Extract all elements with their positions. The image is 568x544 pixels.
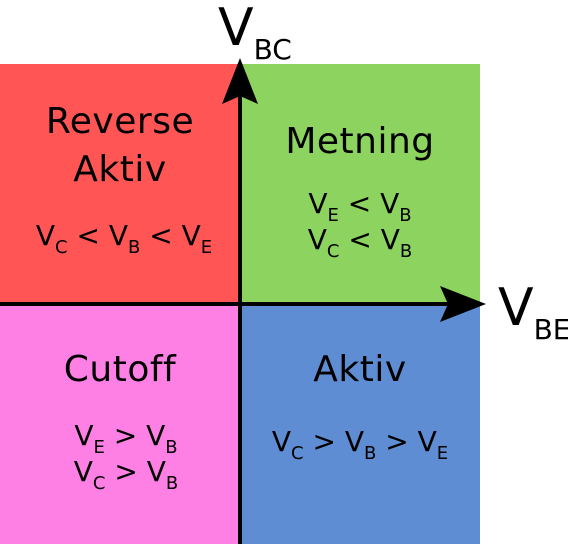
cond-symbol: V <box>380 223 400 256</box>
cond-subscript: B <box>165 437 178 458</box>
cond-subscript: C <box>326 241 340 262</box>
cutoff-title: Cutoff <box>0 346 240 394</box>
saturation-condition-2: VC < VB <box>240 222 480 261</box>
cond-symbol: V <box>271 425 291 458</box>
vertical-axis-label-main: V <box>218 0 254 58</box>
cond-operator: < <box>140 219 182 252</box>
active-condition-row: VC > VB > VE <box>240 424 480 463</box>
cond-operator: < <box>339 223 381 256</box>
horizontal-axis-arrowhead <box>440 286 486 322</box>
cutoff-condition-1: VE > VB <box>0 418 252 457</box>
cond-subscript: C <box>55 237 68 258</box>
cond-symbol: V <box>181 219 201 252</box>
horizontal-axis-label: VBE <box>498 282 568 346</box>
cond-subscript: B <box>399 241 413 262</box>
vertical-axis-arrowhead <box>222 58 258 104</box>
cond-subscript: E <box>93 437 105 458</box>
cutoff-conditions: VE > VB VC > VB <box>0 418 252 493</box>
cond-operator: < <box>67 219 109 252</box>
reverse-active-title: Reverse Aktiv <box>0 98 240 194</box>
vertical-axis-label: VBC <box>218 0 292 66</box>
cond-symbol: V <box>146 419 166 452</box>
saturation-conditions: VE < VB VC < VB <box>240 186 480 261</box>
quadrant-saturation <box>240 64 480 304</box>
cond-subscript: B <box>364 443 377 464</box>
cond-operator: > <box>105 455 147 488</box>
active-title-text: Aktiv <box>313 349 407 390</box>
reverse-active-title-line1: Reverse <box>45 101 195 142</box>
reverse-active-condition: VC < VB < VE <box>0 218 248 257</box>
saturation-title-text: Metning <box>285 121 435 162</box>
cond-subscript: E <box>436 443 449 464</box>
cond-subscript: C <box>92 473 106 494</box>
reverse-active-title-line2: Aktiv <box>73 149 167 190</box>
cond-operator: > <box>376 425 418 458</box>
cond-subscript: C <box>291 443 304 464</box>
cond-symbol: V <box>146 455 166 488</box>
saturation-title: Metning <box>240 118 480 166</box>
saturation-condition-1: VE < VB <box>240 186 480 225</box>
cond-symbol: V <box>307 223 327 256</box>
cond-symbol: V <box>308 187 328 220</box>
horizontal-axis-label-sub: BE <box>533 313 568 346</box>
cond-symbol: V <box>380 187 400 220</box>
cutoff-title-text: Cutoff <box>63 349 177 390</box>
cond-subscript: B <box>128 237 141 258</box>
quadrant-active <box>240 304 480 544</box>
cond-symbol: V <box>344 425 364 458</box>
reverse-active-condition-row: VC < VB < VE <box>0 218 248 257</box>
quadrant-cutoff <box>0 304 240 544</box>
cond-symbol: V <box>417 425 437 458</box>
cond-operator: > <box>104 419 147 452</box>
active-title: Aktiv <box>240 346 480 394</box>
active-condition: VC > VB > VE <box>240 424 480 463</box>
cond-symbol: V <box>74 419 94 452</box>
cond-symbol: V <box>73 455 93 488</box>
cond-symbol: V <box>35 219 55 252</box>
cond-operator: < <box>338 187 381 220</box>
cond-subscript: B <box>165 473 179 494</box>
cutoff-condition-2: VC > VB <box>0 454 252 493</box>
horizontal-axis-label-main: V <box>498 278 534 338</box>
cond-subscript: E <box>200 237 213 258</box>
cond-symbol: V <box>108 219 128 252</box>
quadrant-reverse-active <box>0 64 240 304</box>
vertical-axis-label-sub: BC <box>253 33 292 66</box>
cond-subscript: B <box>399 205 412 226</box>
cond-operator: > <box>303 425 345 458</box>
cond-subscript: E <box>327 205 339 226</box>
